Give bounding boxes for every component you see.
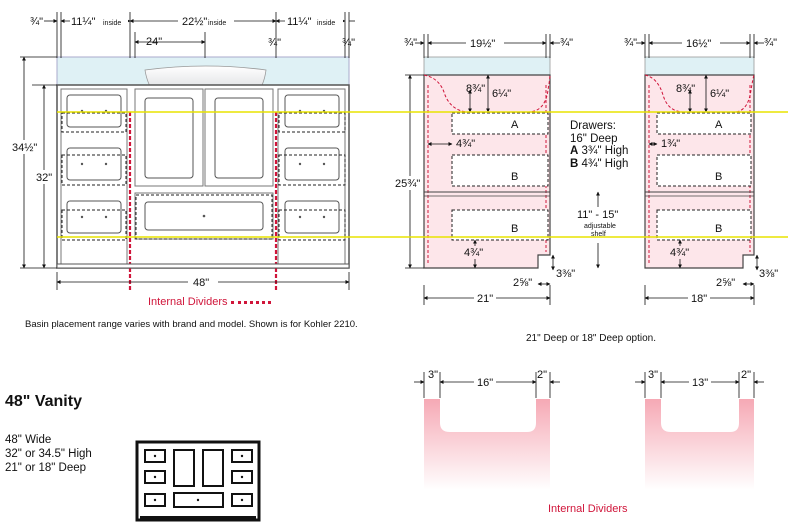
drawer-b-height: 4¾" High — [581, 157, 629, 170]
dim-height-tall: 34½" — [12, 142, 37, 154]
side18-drawer-b2: B — [715, 223, 722, 235]
drawer-b-letter: B — [570, 157, 579, 170]
side21-drawer-a: A — [511, 119, 519, 131]
front-view — [56, 56, 350, 290]
side21-drawer-b2: B — [511, 223, 518, 235]
side21-drawer-top-b: 6¼" — [492, 88, 511, 100]
side21-right-edge: ¾" — [560, 37, 573, 49]
drawer-a-height: 3¾" High — [581, 145, 629, 157]
side21-bottom-gap: 4¾" — [464, 247, 483, 259]
front-dividers-text: Internal Dividers — [148, 296, 228, 308]
side21-side-gap: 4¾" — [456, 138, 475, 150]
inside-label-right: inside — [317, 20, 335, 27]
side18-depth: 18" — [691, 293, 707, 305]
divider-profile-18: 3" 13" 2" — [635, 369, 764, 490]
dim-left-edge: ¾" — [30, 16, 43, 28]
dim-width: 48" — [193, 277, 209, 289]
side21-drawer-b: B — [511, 171, 518, 183]
inside-label-center: inside — [208, 20, 226, 27]
shelf-range: 11" - 15" — [577, 209, 618, 221]
divider18-left-offset: 3" — [648, 369, 658, 381]
divider-profile-21: 3" 16" 2" — [414, 369, 560, 490]
divider18-right-offset: 2" — [741, 369, 751, 381]
drawers-info: Drawers: 16" Deep A 3¾" High B 4¾" High — [570, 120, 628, 170]
spec-width: 48" Wide — [5, 434, 52, 446]
shelf-word-adjustable: adjustable — [584, 223, 616, 230]
bottom-dividers-label: Internal Dividers — [548, 503, 628, 515]
side18-side-gap: 1¾" — [661, 138, 680, 150]
side-view-18: A B B — [644, 56, 755, 269]
side18-labels: ¾" 16½" ¾" 8¾" 6¼" 1¾" 4¾" 2⅝" 3⅜" 18" — [624, 37, 778, 305]
side21-toe-depth: 2⅝" — [513, 277, 532, 289]
side21-drawer-top-a: 8¾" — [466, 83, 485, 95]
side18-right-edge: ¾" — [764, 37, 777, 49]
spec-height: 32" or 34.5" High — [5, 448, 92, 460]
side21-left-edge: ¾" — [404, 37, 417, 49]
dim-height-short: 32" — [36, 172, 52, 184]
dim-far-right-edge: ¾" — [342, 37, 355, 49]
divider21-left-offset: 3" — [428, 369, 438, 381]
side18-bottom-gap: 4¾" — [670, 247, 689, 259]
product-title: 48" Vanity — [5, 393, 82, 410]
dim-inside-left: 11¼" — [71, 16, 96, 28]
shelf-word-shelf: shelf — [591, 231, 606, 238]
side18-left-edge: ¾" — [624, 37, 637, 49]
drawers-deep: 16" Deep — [570, 132, 618, 145]
side-view-21: A B B — [423, 56, 551, 269]
side18-top-width: 16½" — [686, 38, 711, 50]
spec-depth: 21" or 18" Deep — [5, 462, 87, 474]
drawer-a-letter: A — [570, 145, 579, 157]
side21-top-width: 19½" — [470, 38, 495, 50]
drawer-b-spec: B 4¾" High — [570, 158, 628, 171]
divider21-width: 16" — [477, 377, 493, 389]
side18-drawer-b: B — [715, 171, 722, 183]
divider21-right-offset: 2" — [537, 369, 547, 381]
side18-dimensions — [636, 34, 764, 305]
basin-note: Basin placement range varies with brand … — [25, 319, 358, 330]
side18-toe-depth: 2⅝" — [716, 277, 735, 289]
side18-toe-height: 3⅜" — [759, 268, 778, 280]
depth-option-note: 21" Deep or 18" Deep option. — [526, 333, 656, 344]
inside-label-left: inside — [103, 20, 121, 27]
divider-legend-swatch — [230, 300, 271, 304]
door-left — [134, 88, 204, 187]
front-dimension-labels: ¾" 11¼" inside 22½" inside 11¼" inside 2… — [12, 15, 355, 289]
drawers-title: Drawers: — [570, 120, 617, 132]
side18-drawer-top-b: 6¼" — [710, 88, 729, 100]
side21-depth: 21" — [477, 293, 493, 305]
vanity-thumbnail — [135, 440, 261, 522]
drawer-a-spec: A 3¾" High — [570, 145, 628, 158]
side18-drawer-top-a: 8¾" — [676, 83, 695, 95]
side21-cabinet-height: 25¾" — [395, 178, 420, 190]
dim-inside-center: 22½" — [182, 16, 207, 28]
front-dividers-label: Internal Dividers — [148, 296, 271, 308]
dim-inside-right: 11¼" — [287, 16, 312, 28]
divider18-width: 13" — [692, 377, 708, 389]
dim-right-edge: ¾" — [268, 37, 281, 49]
side18-drawer-a: A — [715, 119, 723, 131]
dim-basin-range: 24" — [146, 36, 162, 48]
door-right — [204, 88, 274, 187]
side21-toe-height: 3⅜" — [556, 268, 575, 280]
